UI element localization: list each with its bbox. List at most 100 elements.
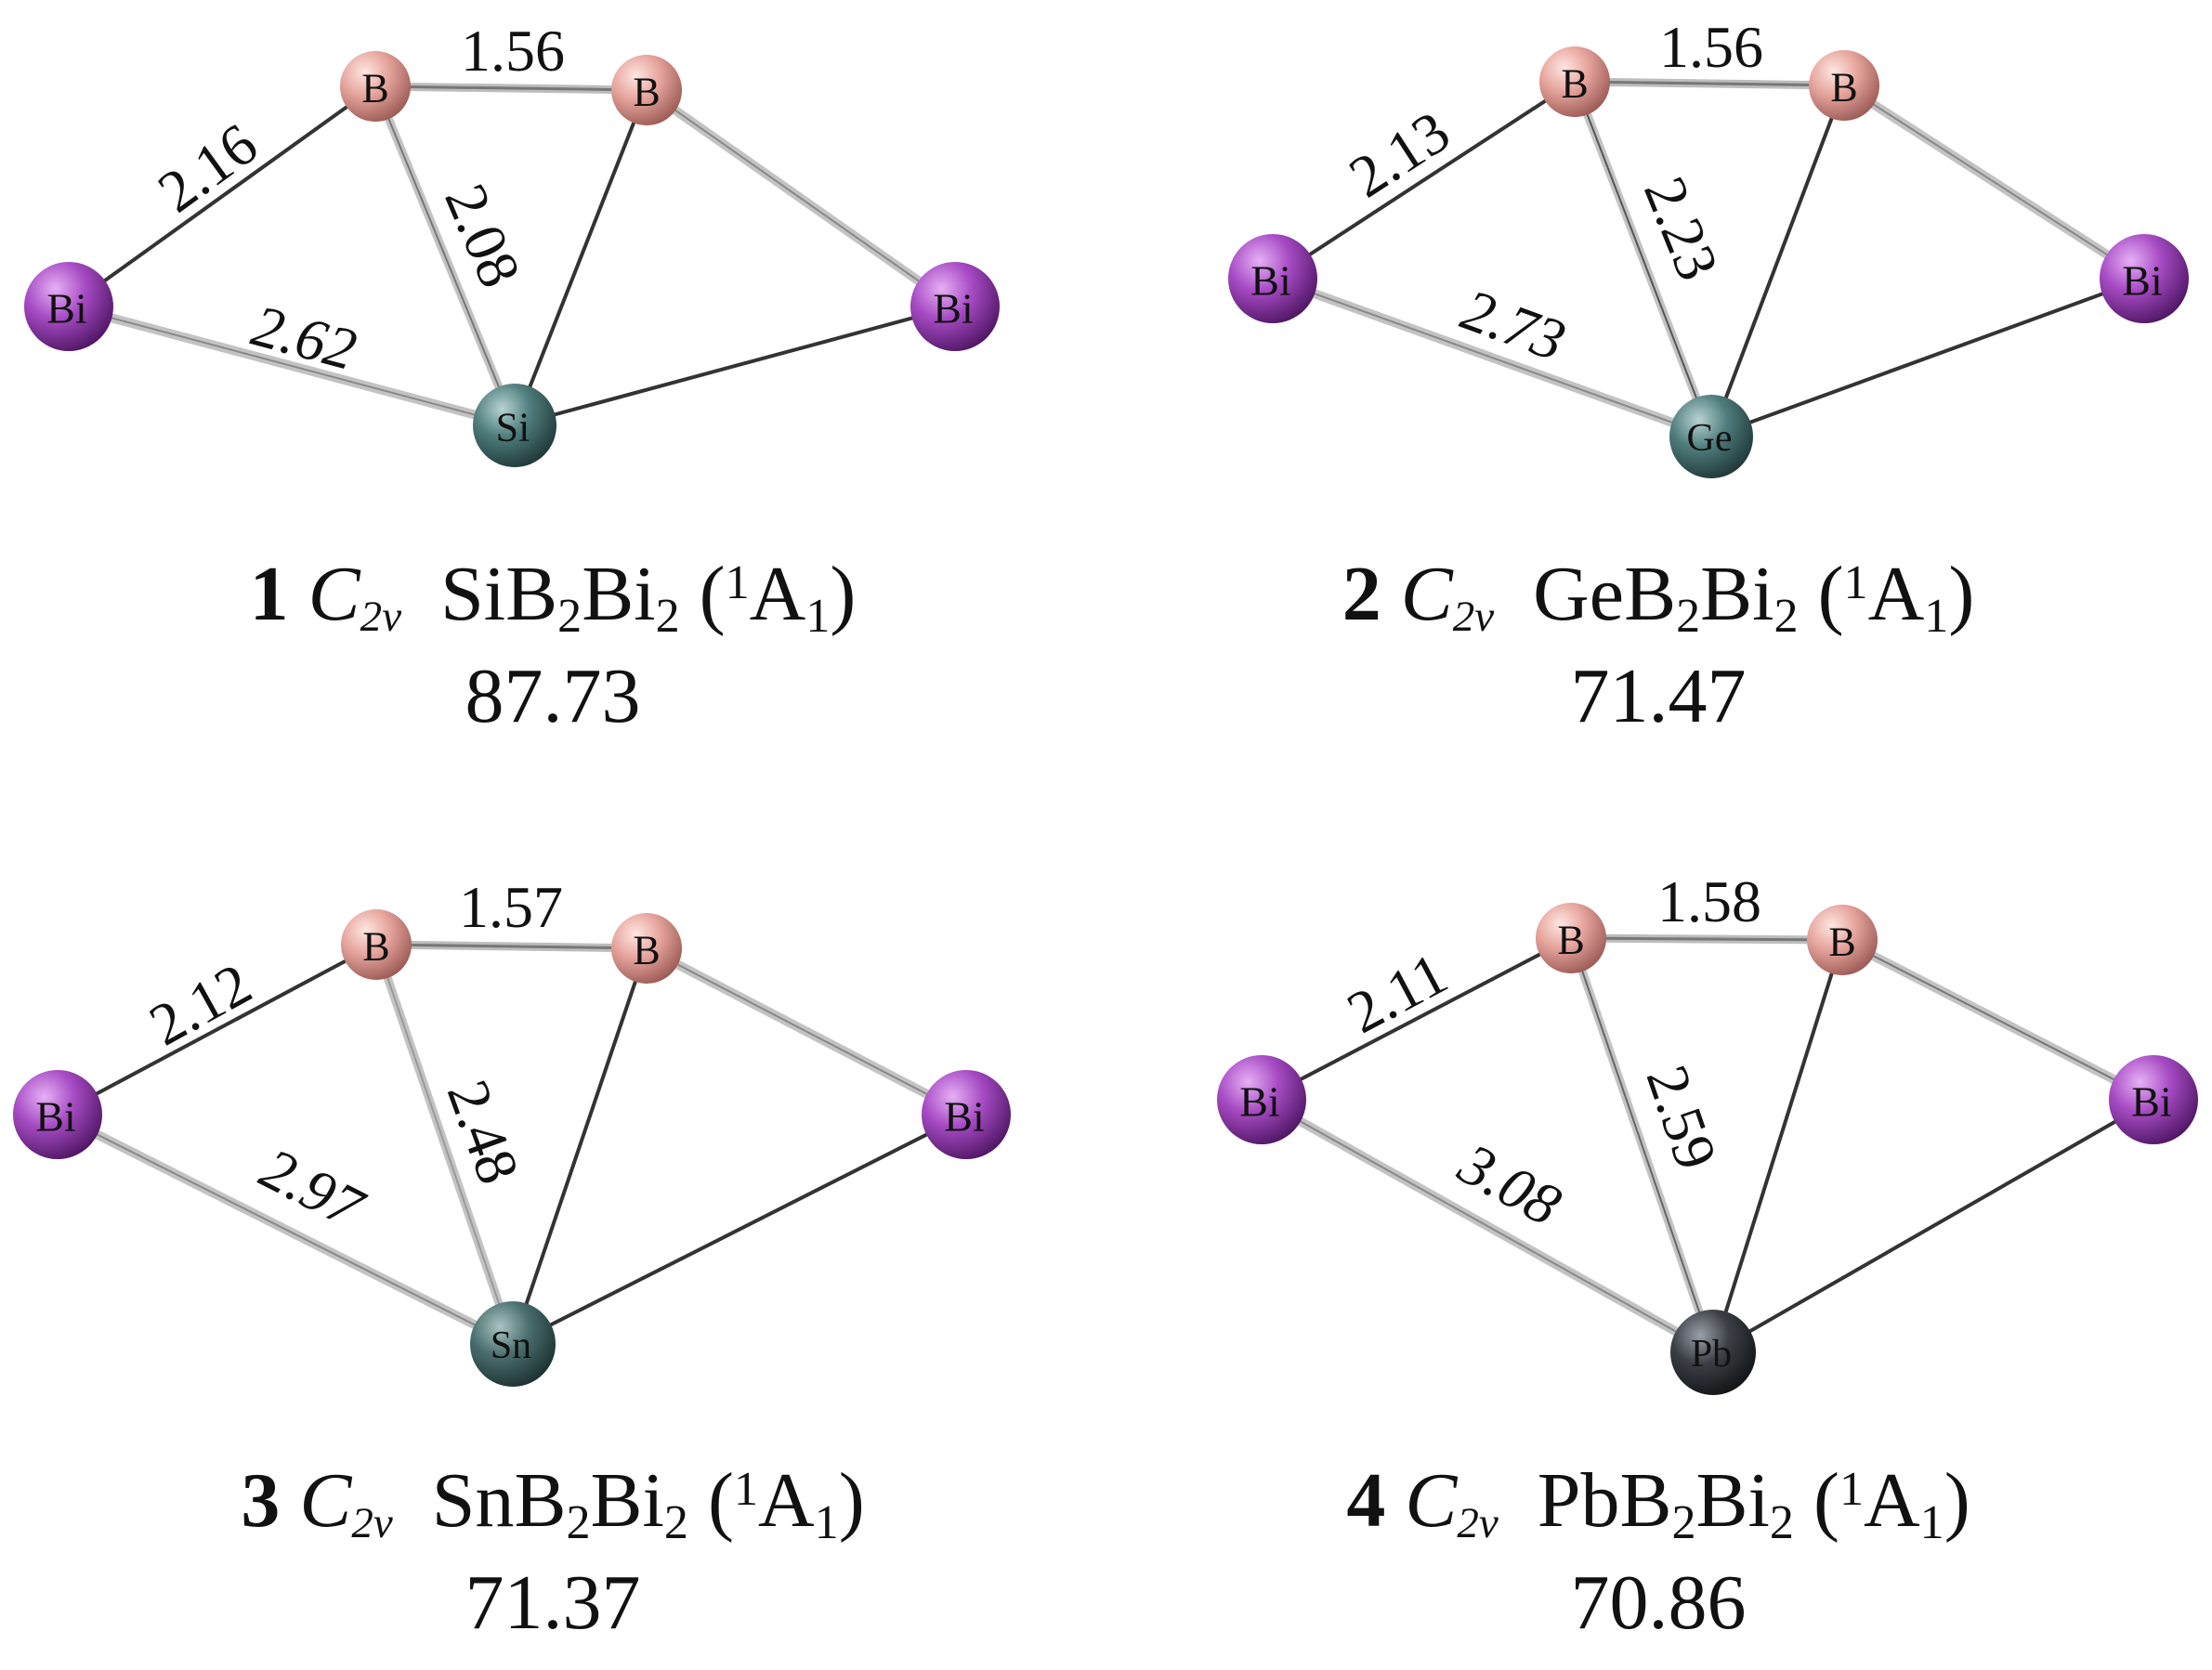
bonds-4 bbox=[1259, 933, 2156, 1357]
bond-b-b-core bbox=[375, 943, 648, 950]
atom-pb: Pb bbox=[1670, 1310, 1756, 1395]
bond-length-bi-b: 2.16 bbox=[146, 111, 268, 225]
atom-b-left: B bbox=[340, 51, 411, 122]
point-group: C2v bbox=[1405, 1457, 1499, 1547]
atom-label: B bbox=[1561, 61, 1588, 107]
bonds-3 bbox=[55, 940, 969, 1349]
bonds-2 bbox=[1271, 77, 2147, 441]
structure-title: 3 C2v SnB2Bi2 (1A1) bbox=[0, 1456, 1106, 1550]
atom-label: Pb bbox=[1691, 1333, 1732, 1376]
electronic-state: (1A1) bbox=[1817, 551, 1975, 644]
atom-label: B bbox=[361, 66, 388, 111]
bond-length-b-b: 1.56 bbox=[1659, 14, 1763, 80]
bond-bi-b-left bbox=[57, 943, 377, 1116]
bond-b-bi-right-core bbox=[646, 89, 956, 307]
bond-bi-pb-left-core bbox=[1261, 1099, 1714, 1353]
atom-label: Ge bbox=[1687, 417, 1733, 460]
bond-length-bi-si: 2.62 bbox=[245, 292, 363, 383]
atoms-4: Bi B B Bi Pb bbox=[1217, 903, 2198, 1395]
formula: SiB2Bi2 bbox=[440, 551, 680, 644]
atoms-3: Bi B B Bi Sn bbox=[13, 909, 1011, 1387]
atom-label: B bbox=[1828, 920, 1855, 965]
atom-label: Bi bbox=[933, 285, 973, 333]
bond-length-b-sn: 2.48 bbox=[435, 1072, 532, 1193]
caption-structure-4: 4 C2v PbB2Bi2 (1A1) 70.86 bbox=[1106, 1456, 2211, 1648]
energy-value: 71.47 bbox=[1570, 653, 1747, 739]
bond-b-b-core bbox=[374, 85, 648, 92]
bond-b-bi-right-core bbox=[1841, 939, 2154, 1101]
bond-b-bi-right-core bbox=[646, 947, 967, 1116]
structure-2: Bi B B Bi Ge 1.56 2.13 2.23 2.73 bbox=[1228, 14, 2189, 478]
bond-b-si-right bbox=[513, 89, 648, 426]
bond-b-sn-left-core bbox=[375, 944, 514, 1345]
bond-b-b-core bbox=[1574, 80, 1845, 87]
bond-ge-bi-right bbox=[1710, 277, 2145, 438]
bond-length-b-b: 1.58 bbox=[1657, 868, 1761, 934]
structure-1: Bi B B Bi Si 1.56 2.16 2.08 2.62 bbox=[24, 18, 1000, 467]
bond-length-b-b: 1.56 bbox=[461, 18, 565, 84]
electronic-state: (1A1) bbox=[699, 551, 857, 644]
bond-b-pb-right bbox=[1711, 939, 1844, 1353]
bond-length-bi-b: 2.13 bbox=[1338, 98, 1461, 211]
bond-length-bi-ge: 2.73 bbox=[1454, 276, 1575, 373]
atom-label: Bi bbox=[1250, 257, 1290, 305]
energy-value: 70.86 bbox=[1570, 1559, 1747, 1646]
atom-label: Bi bbox=[2131, 1078, 2171, 1126]
atom-ge: Ge bbox=[1669, 395, 1753, 478]
bond-b-sn-right bbox=[511, 947, 648, 1345]
atom-b-left: B bbox=[1539, 46, 1610, 117]
atom-label: B bbox=[1557, 918, 1584, 963]
bond-length-b-si: 2.08 bbox=[432, 175, 533, 296]
atom-label: Bi bbox=[2122, 257, 2162, 305]
atom-label: Bi bbox=[944, 1093, 984, 1141]
bond-length-bi-b: 2.12 bbox=[138, 950, 261, 1058]
atom-si: Si bbox=[473, 384, 556, 467]
atom-label: B bbox=[633, 928, 660, 973]
bond-bi-b-left bbox=[1261, 936, 1572, 1102]
bond-length-b-b: 1.57 bbox=[459, 874, 563, 940]
bond-pb-bi-right bbox=[1712, 1098, 2154, 1354]
formula: PbB2Bi2 bbox=[1537, 1457, 1794, 1550]
atom-b-right: B bbox=[1809, 50, 1879, 121]
atom-bi-left: Bi bbox=[1217, 1055, 1306, 1144]
point-group: C2v bbox=[1400, 551, 1495, 641]
bond-length-bi-b: 2.11 bbox=[1337, 940, 1458, 1046]
structure-number: 4 bbox=[1346, 1457, 1386, 1544]
structure-4: Bi B B Bi Pb 1.58 2.11 2.59 3.08 bbox=[1217, 868, 2198, 1395]
bond-sn-bi-right bbox=[512, 1113, 967, 1346]
bond-b-b-core bbox=[1570, 936, 1843, 942]
electronic-state: (1A1) bbox=[707, 1457, 865, 1550]
structure-title: 4 C2v PbB2Bi2 (1A1) bbox=[1106, 1456, 2211, 1550]
atom-bi-right: Bi bbox=[2109, 1055, 2198, 1144]
caption-structure-1: 1 C2v SiB2Bi2 (1A1) 87.73 bbox=[0, 550, 1106, 741]
atom-label: B bbox=[362, 924, 389, 970]
atom-label: Bi bbox=[1239, 1078, 1279, 1126]
atom-b-right: B bbox=[1807, 905, 1878, 975]
atoms-1: Bi B B Bi Si bbox=[24, 51, 1000, 467]
atom-b-left: B bbox=[341, 909, 412, 980]
formula: GeB2Bi2 bbox=[1533, 551, 1799, 644]
atom-label: Sn bbox=[491, 1324, 531, 1367]
energy-value: 71.37 bbox=[465, 1559, 641, 1646]
bond-b-ge-left-core bbox=[1574, 81, 1712, 437]
bond-bi-sn-left-core bbox=[57, 1114, 514, 1345]
atom-label: Bi bbox=[35, 1093, 75, 1141]
bond-si-bi-right bbox=[514, 305, 956, 427]
bond-length-bi-pb: 3.08 bbox=[1447, 1130, 1571, 1239]
bond-bi-b-left bbox=[67, 85, 377, 308]
bond-bi-si-left-core bbox=[68, 306, 516, 426]
atom-label: Si bbox=[496, 405, 530, 450]
bond-b-si-left-core bbox=[374, 85, 516, 426]
atom-b-left: B bbox=[1536, 903, 1606, 973]
caption-structure-3: 3 C2v SnB2Bi2 (1A1) 71.37 bbox=[0, 1456, 1106, 1648]
atom-bi-right: Bi bbox=[910, 262, 1000, 351]
atom-bi-left: Bi bbox=[1228, 234, 1317, 323]
bond-bi-b-left bbox=[1271, 80, 1577, 281]
atom-bi-left: Bi bbox=[13, 1070, 102, 1159]
formula: SnB2Bi2 bbox=[431, 1457, 688, 1550]
atoms-2: Bi B B Bi Ge bbox=[1228, 46, 2189, 478]
energy-value: 87.73 bbox=[465, 653, 641, 739]
point-group: C2v bbox=[299, 1457, 393, 1547]
atom-label: Bi bbox=[46, 285, 86, 333]
